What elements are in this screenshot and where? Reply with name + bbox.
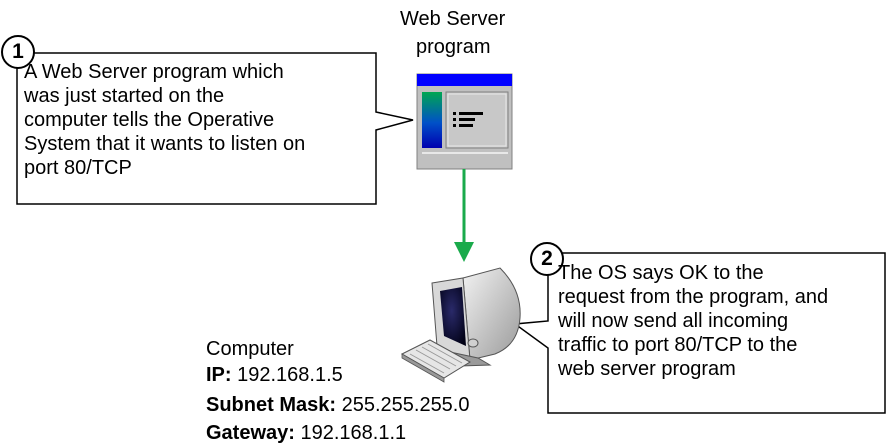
callout-2-number: 2 [530,242,564,276]
keyboard-icon [400,339,471,383]
callout-1-box [16,52,414,205]
computer-ip: IP: 192.168.1.5 [206,363,343,387]
callout-2-box [512,252,886,414]
gateway-value: 192.168.1.1 [294,422,407,444]
gateway-label: Gateway: [206,422,295,444]
program-window-icon [416,73,513,170]
computer-title: Computer [206,338,294,360]
mouse-icon [467,338,479,348]
callout-1-number: 1 [1,35,35,69]
program-label-line2: program [416,36,491,58]
subnet-mask-value: 255.255.255.0 [336,394,470,416]
arrow-program-to-computer [454,169,474,262]
ip-value: 192.168.1.5 [231,364,343,386]
computer-monitor-icon [431,267,521,367]
ip-label: IP: [206,364,232,386]
computer-subnet-mask: Subnet Mask: 255.255.255.0 [206,393,470,417]
callout-1-text: A Web Server program which was just star… [24,61,306,179]
subnet-mask-label: Subnet Mask: [206,394,337,416]
computer-gateway: Gateway: 192.168.1.1 [206,421,406,445]
program-label-line1: Web Server [400,8,506,30]
callout-2-text: The OS says OK to the request from the p… [558,262,829,380]
